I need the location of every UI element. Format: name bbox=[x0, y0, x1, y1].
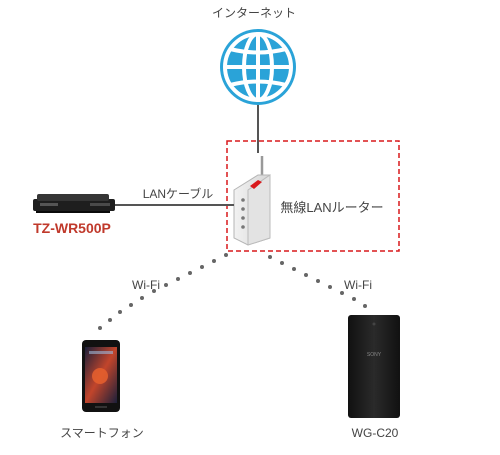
wg-c20-icon: SONY bbox=[348, 315, 400, 418]
recorder-icon bbox=[33, 194, 115, 213]
globe-icon bbox=[220, 29, 296, 105]
recorder-label: TZ-WR500P bbox=[33, 220, 111, 236]
wifi-dots-left bbox=[98, 253, 228, 330]
smartphone-icon bbox=[82, 340, 120, 412]
wifi-dots-right bbox=[268, 255, 367, 308]
lan-cable-label: LANケーブル bbox=[143, 186, 214, 201]
wifi-right-label: Wi-Fi bbox=[344, 278, 372, 292]
wg-c20-label: WG-C20 bbox=[352, 426, 399, 440]
internet-label: インターネット bbox=[212, 6, 296, 20]
router-highlight-box bbox=[226, 140, 400, 252]
sony-logo: SONY bbox=[367, 352, 382, 358]
router-label: 無線LANルーター bbox=[280, 200, 383, 215]
router-icon bbox=[233, 156, 271, 246]
smartphone-label: スマートフォン bbox=[60, 426, 144, 440]
wifi-left-label: Wi-Fi bbox=[132, 278, 160, 292]
